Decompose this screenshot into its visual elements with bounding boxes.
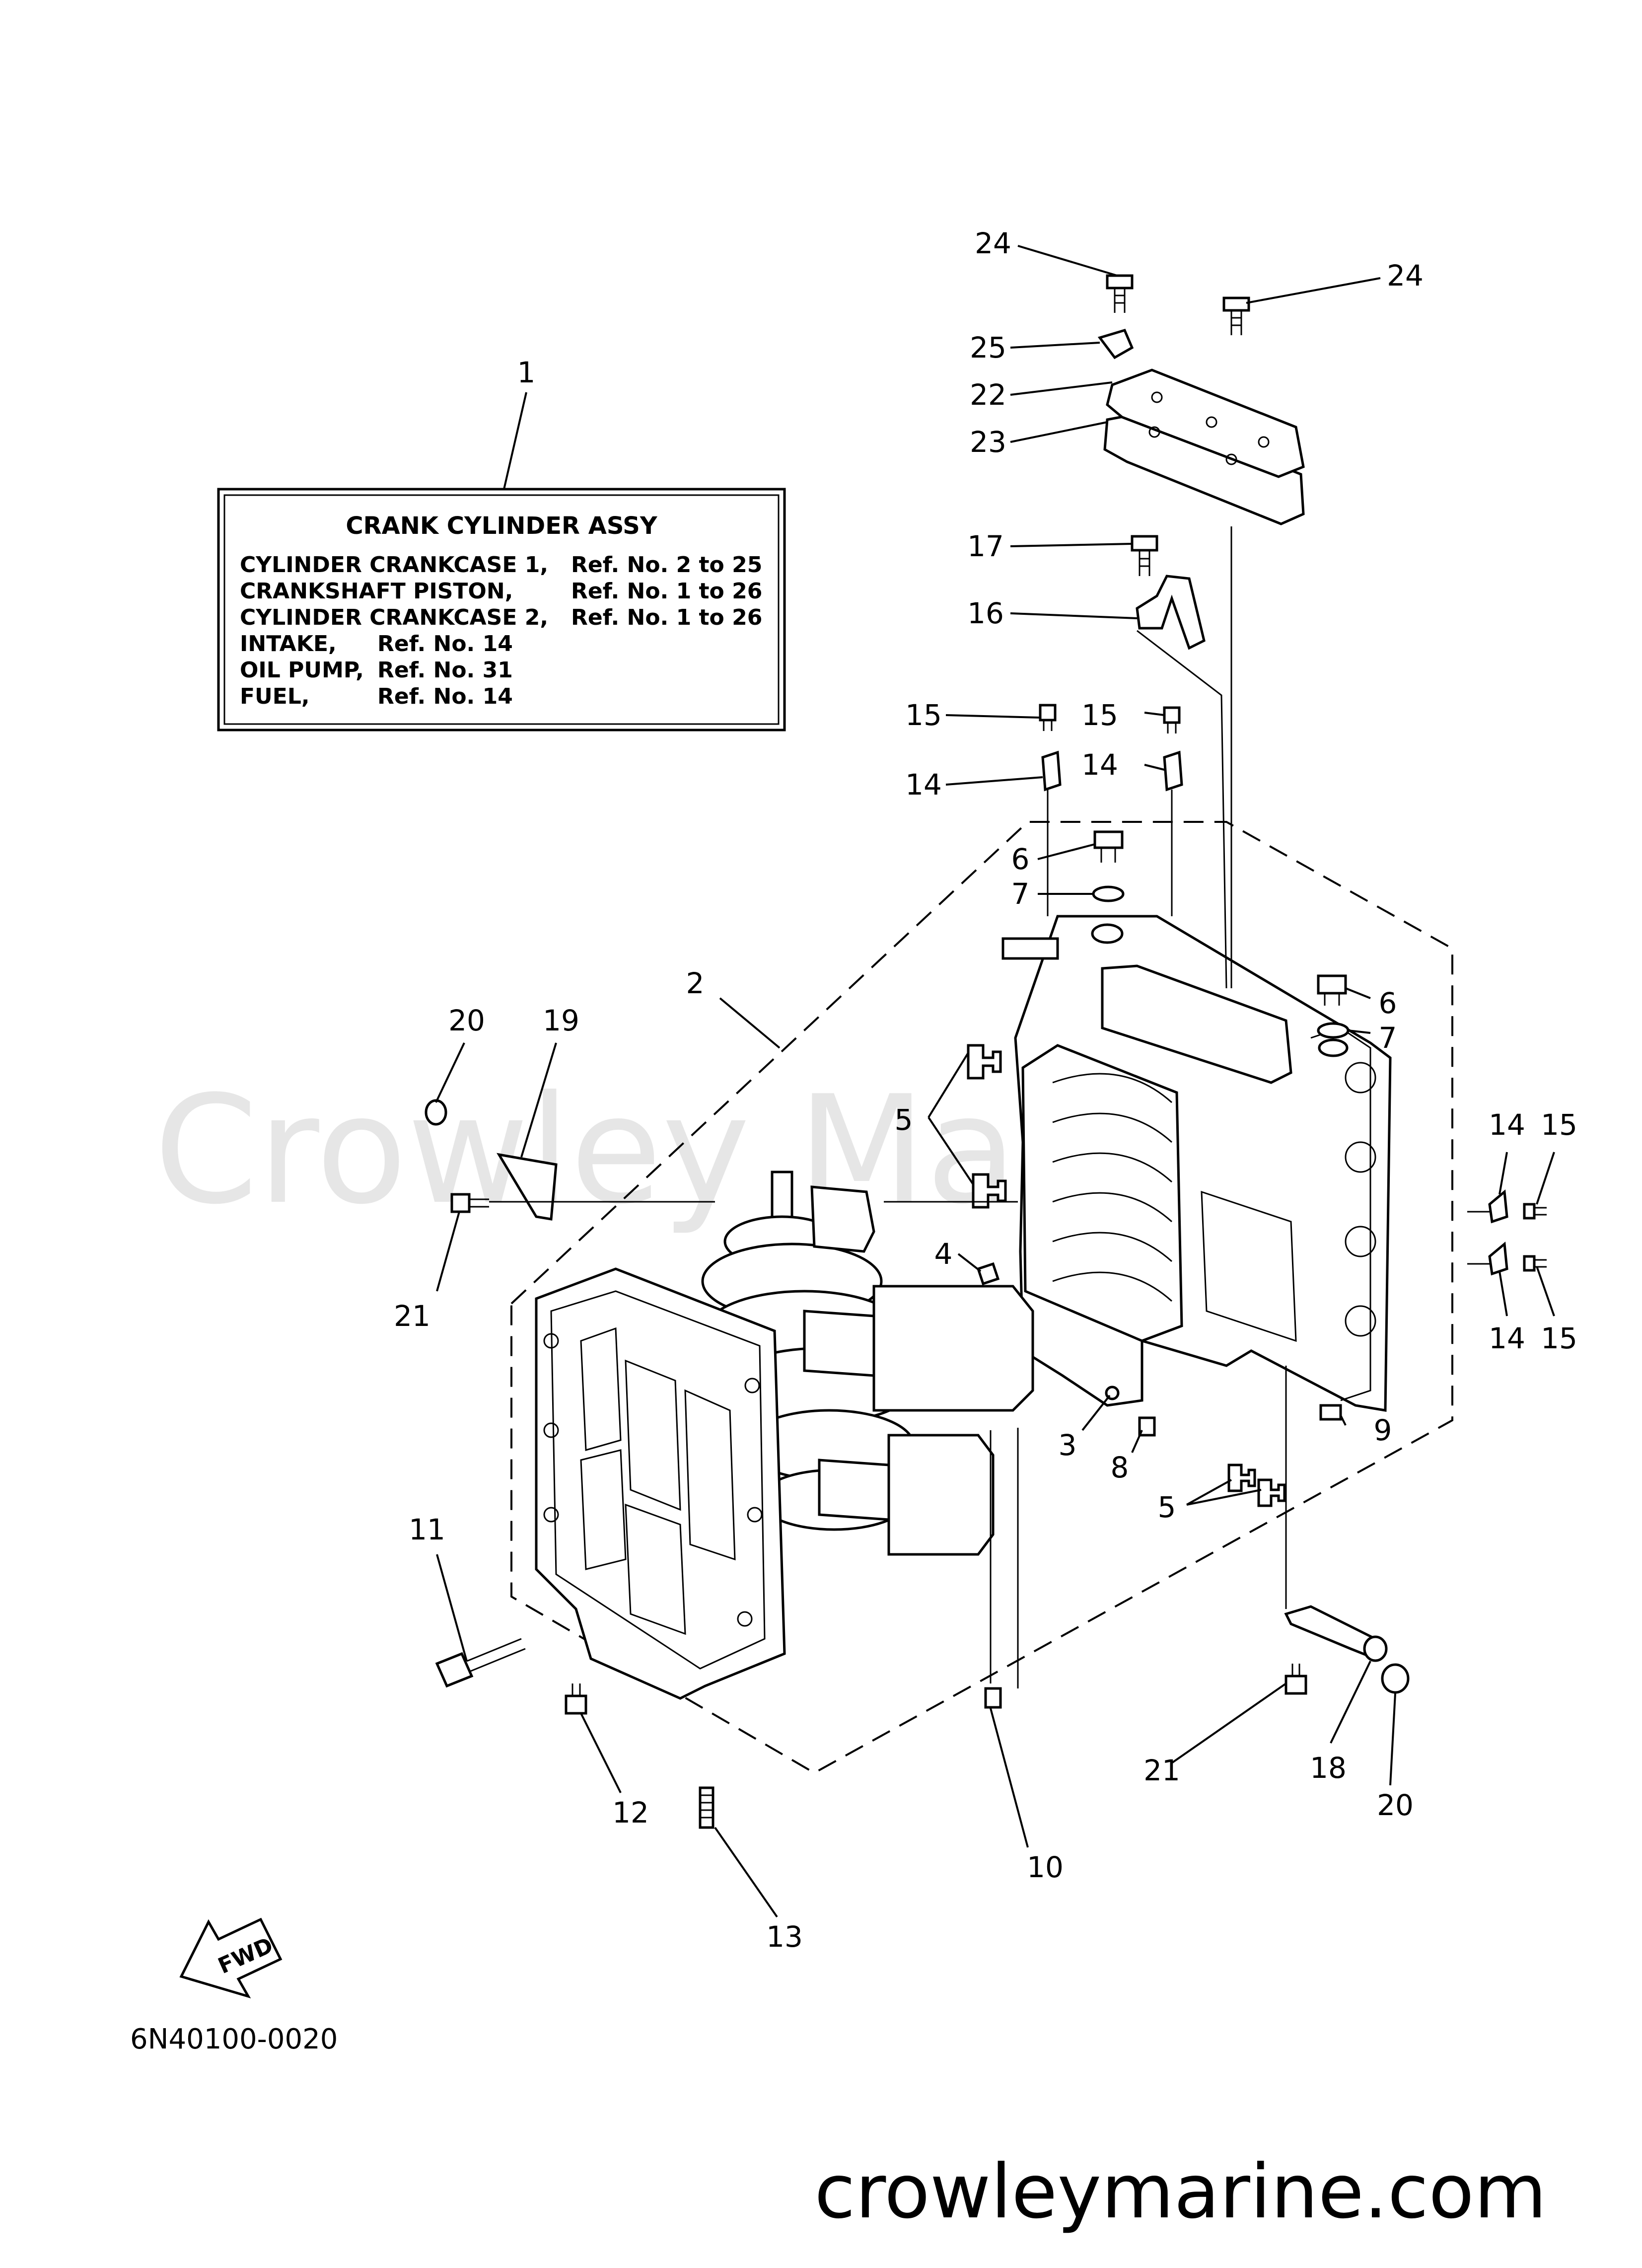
info-row-name: INTAKE,: [240, 631, 337, 657]
info-box: CRANK CYLINDER ASSY CYLINDER CRANKCASE 1…: [217, 488, 786, 732]
info-row-ref: Ref. No. 2 to 25: [571, 552, 762, 578]
callout-14: 14: [1489, 1108, 1525, 1142]
callout-7: 7: [1379, 1021, 1397, 1055]
upper-fasteners: [1039, 704, 1183, 902]
callout-15: 15: [1541, 1108, 1577, 1142]
info-row-name: CRANKSHAFT PISTON,: [240, 579, 513, 604]
cap-20-right: [1381, 1663, 1410, 1694]
bolt-21-right: [1285, 1664, 1307, 1695]
callout-21: 21: [394, 1299, 430, 1333]
callout-19: 19: [543, 1004, 579, 1037]
callout-12: 12: [612, 1796, 649, 1829]
bolt-12: [565, 1683, 587, 1715]
bracket-19: [497, 1153, 558, 1221]
bolt-17: [1131, 535, 1158, 576]
pistons: [803, 1285, 1034, 1556]
callout-24: 24: [975, 226, 1011, 260]
info-row-name: OIL PUMP,: [240, 658, 364, 683]
plug-6-right: [1317, 974, 1350, 1039]
crankcase: [535, 1267, 786, 1700]
callout-18: 18: [1310, 1751, 1347, 1785]
callout-5: 5: [895, 1103, 913, 1137]
right-fasteners: [1488, 1189, 1547, 1276]
callout-5: 5: [1158, 1490, 1176, 1524]
info-row-name: CYLINDER CRANKCASE 2,: [240, 605, 548, 630]
info-row-name: CYLINDER CRANKCASE 1,: [240, 552, 548, 578]
info-box-title: CRANK CYLINDER ASSY: [346, 512, 657, 540]
callout-14: 14: [905, 768, 942, 802]
callout-11: 11: [409, 1513, 445, 1546]
info-row-ref: Ref. No. 31: [377, 658, 513, 683]
clamp-16: [1136, 575, 1206, 650]
callout-labels: 1 2 3 4 5 5 6 6 7 7 8 9 10 11 12 13 14 1…: [394, 226, 1577, 1954]
diagram-code: 6N40100-0020: [130, 2023, 338, 2055]
info-row-ref: Ref. No. 14: [377, 631, 513, 657]
callout-14: 14: [1489, 1321, 1525, 1355]
callout-7: 7: [1011, 877, 1030, 911]
callout-16: 16: [967, 596, 1004, 630]
callout-4: 4: [934, 1237, 953, 1271]
callout-9: 9: [1374, 1413, 1392, 1447]
callout-17: 17: [967, 529, 1004, 563]
callout-23: 23: [970, 425, 1006, 459]
callout-10: 10: [1027, 1850, 1064, 1884]
callout-6: 6: [1379, 986, 1397, 1020]
info-row-name: FUEL,: [240, 684, 310, 709]
small-fittings: [967, 1044, 1342, 1709]
footer-site-name: crowleymarine.com: [814, 2149, 1547, 2235]
callout-15: 15: [1541, 1321, 1577, 1355]
stud-13: [699, 1786, 714, 1829]
callout-22: 22: [970, 378, 1006, 412]
cap-20-left: [425, 1099, 447, 1126]
callout-8: 8: [1111, 1451, 1129, 1484]
callout-3: 3: [1059, 1428, 1077, 1462]
callout-20: 20: [1377, 1788, 1414, 1822]
bracket-18: [1284, 1605, 1388, 1662]
callout-15: 15: [905, 698, 942, 732]
callout-1: 1: [517, 356, 536, 389]
info-row-ref: Ref. No. 14: [377, 684, 513, 709]
info-row-ref: Ref. No. 1 to 26: [571, 579, 762, 604]
callout-13: 13: [766, 1920, 803, 1954]
info-row-ref: Ref. No. 1 to 26: [571, 605, 762, 630]
callout-2: 2: [686, 966, 705, 1000]
bolt-21-left: [450, 1193, 489, 1213]
cylinder-head-cover: [1097, 274, 1305, 525]
callout-20: 20: [448, 1004, 485, 1037]
callout-25: 25: [970, 331, 1006, 365]
callout-6: 6: [1011, 842, 1030, 876]
bolt-11: [435, 1638, 526, 1688]
leader-lines: [435, 245, 1555, 1918]
callout-24: 24: [1387, 259, 1424, 293]
fwd-arrow-icon: FWD: [179, 1917, 283, 1999]
callout-15: 15: [1081, 698, 1118, 732]
callout-21: 21: [1143, 1754, 1180, 1787]
assembly-outline: [510, 821, 1453, 1774]
callout-14: 14: [1081, 748, 1118, 782]
